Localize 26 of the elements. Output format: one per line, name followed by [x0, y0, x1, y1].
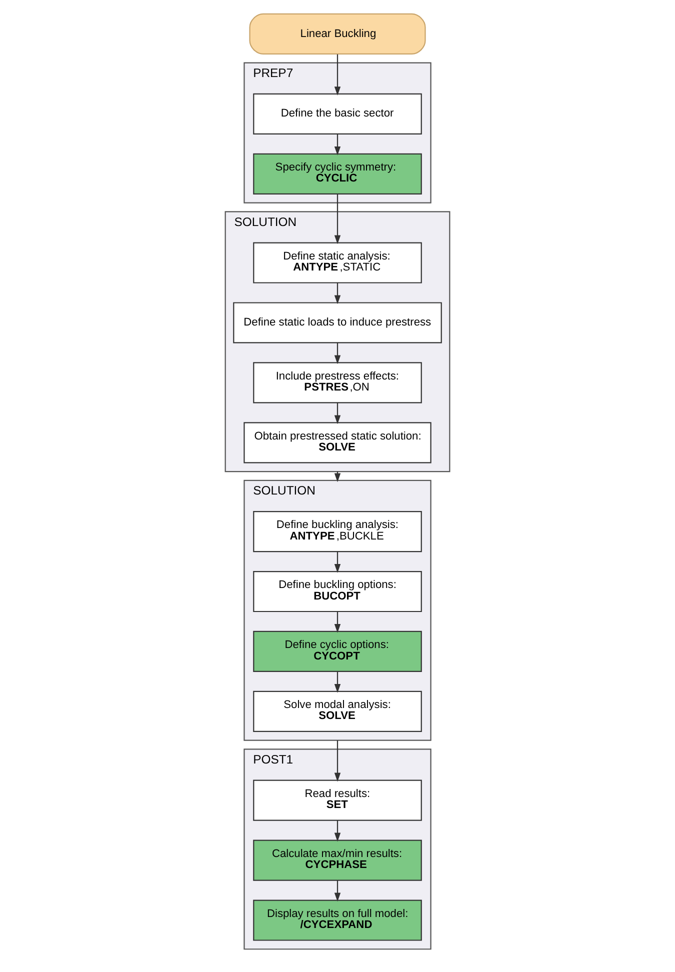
node-box: Define static analysis: ANTYPE,STATIC: [253, 242, 422, 284]
node-box: Calculate max/min results: CYCPHASE: [253, 840, 422, 881]
node-box: Linear Buckling: [249, 13, 426, 55]
node-box: Display results on full model: /CYCEXPAND: [253, 900, 422, 941]
arrow: [334, 282, 341, 304]
arrow: [334, 612, 341, 633]
arrow: [334, 552, 341, 573]
arrow: [334, 134, 341, 156]
node-box: Solve modal analysis: SOLVE: [253, 690, 422, 732]
arrow: [334, 402, 341, 424]
arrow: [334, 740, 341, 782]
arrow: [334, 342, 341, 364]
arrow: [334, 820, 341, 842]
arrow: [334, 194, 341, 244]
arrow: [334, 54, 341, 96]
node-box: Define the basic sector: [253, 93, 422, 134]
node-box: Define buckling options: BUCOPT: [253, 570, 422, 612]
node-box: Include prestress effects: PSTRES,ON: [253, 362, 422, 404]
node-box: Define static loads to induce prestress: [233, 302, 442, 344]
arrow: [334, 880, 341, 902]
node-box: Read results: SET: [253, 780, 422, 821]
node-box: Obtain prestressed static solution: SOLVE: [244, 422, 432, 464]
node-box: Define cyclic options: CYCOPT: [253, 630, 422, 672]
arrow: [334, 672, 341, 693]
node-box: Specify cyclic symmetry: CYCLIC: [253, 153, 422, 194]
node-box: Define buckling analysis: ANTYPE,BUCKLE: [253, 511, 422, 552]
